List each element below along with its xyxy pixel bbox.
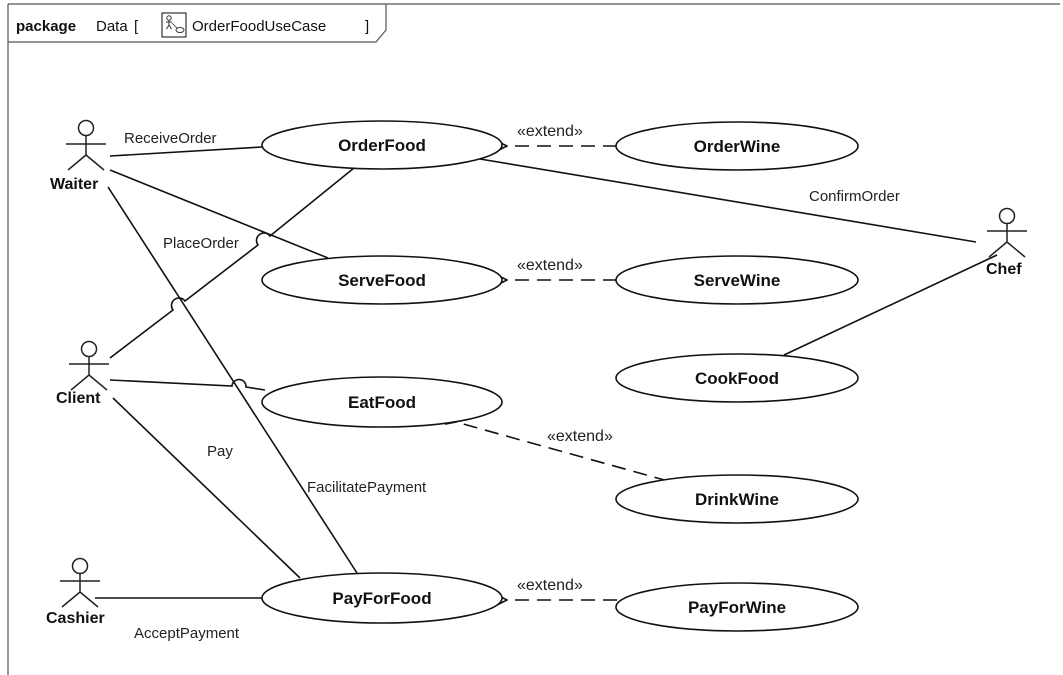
use-case-order-wine[interactable]: OrderWine: [615, 121, 859, 171]
actor-cashier[interactable]: Cashier: [46, 557, 105, 628]
actor-client[interactable]: Client: [56, 340, 109, 408]
actor-label: Client: [56, 390, 101, 407]
use-case-label: OrderWine: [694, 137, 781, 156]
use-case-label: ServeWine: [694, 271, 781, 290]
use-case-label: PayForWine: [688, 598, 786, 617]
eat-food-line: [109, 378, 266, 391]
use-case-label: OrderFood: [338, 136, 426, 155]
extend-label: «extend»: [517, 577, 583, 594]
diagram-name: OrderFoodUseCase: [192, 18, 326, 35]
actor-label: Waiter: [50, 176, 98, 193]
use-case-cook-food[interactable]: CookFood: [615, 353, 859, 403]
actor-label: Cashier: [46, 610, 105, 627]
use-case-diagram-icon: [161, 12, 187, 38]
extend-label: «extend»: [517, 123, 583, 140]
extend-label: «extend»: [517, 257, 583, 274]
actor-icon: [60, 557, 100, 608]
receive-order-line: [109, 146, 263, 157]
use-case-eat-food[interactable]: EatFood: [261, 376, 503, 428]
cook-food-line: [783, 254, 998, 356]
facilitate-payment-label: FacilitatePayment: [307, 479, 427, 496]
actor-chef[interactable]: Chef: [986, 207, 1027, 279]
package-frame: [7, 3, 1060, 675]
facilitate-payment-line: [107, 186, 358, 574]
use-case-drink-wine[interactable]: DrinkWine: [615, 474, 859, 524]
use-case-order-food[interactable]: OrderFood: [261, 120, 503, 170]
use-case-pay-for-food[interactable]: PayForFood: [261, 572, 503, 624]
use-case-serve-food[interactable]: ServeFood: [261, 255, 503, 305]
accept-payment-label: AcceptPayment: [134, 625, 240, 642]
frame-header: package Data [ OrderFoodUseCase ]: [16, 12, 369, 38]
confirm-order-label: ConfirmOrder: [809, 188, 900, 205]
use-case-label: ServeFood: [338, 271, 426, 290]
pay-label: Pay: [207, 443, 233, 460]
use-case-label: PayForFood: [332, 589, 431, 608]
close-bracket: ]: [365, 18, 369, 35]
actor-icon: [66, 119, 106, 171]
actor-icon: [987, 207, 1027, 258]
open-bracket: [: [134, 18, 139, 35]
extend-dependencies: [456, 146, 669, 600]
actor-label: Chef: [986, 261, 1022, 278]
pay-line: [112, 397, 301, 579]
association-lines: [95, 146, 998, 599]
serve-food-line: [109, 169, 329, 259]
extend-drink-wine: [456, 422, 669, 482]
actor-waiter[interactable]: Waiter: [50, 119, 106, 194]
use-case-serve-wine[interactable]: ServeWine: [615, 255, 859, 305]
use-case-pay-for-wine[interactable]: PayForWine: [615, 582, 859, 632]
extend-label: «extend»: [547, 428, 613, 445]
package-keyword: package: [16, 18, 76, 35]
actor-icon: [69, 340, 109, 391]
package-name: Data: [96, 18, 128, 35]
confirm-order-line: [479, 158, 977, 243]
place-order-label: PlaceOrder: [163, 235, 239, 252]
use-case-label: DrinkWine: [695, 490, 779, 509]
use-case-label: CookFood: [695, 369, 779, 388]
receive-order-label: ReceiveOrder: [124, 130, 217, 147]
place-order-line: [109, 167, 355, 359]
use-case-label: EatFood: [348, 393, 416, 412]
